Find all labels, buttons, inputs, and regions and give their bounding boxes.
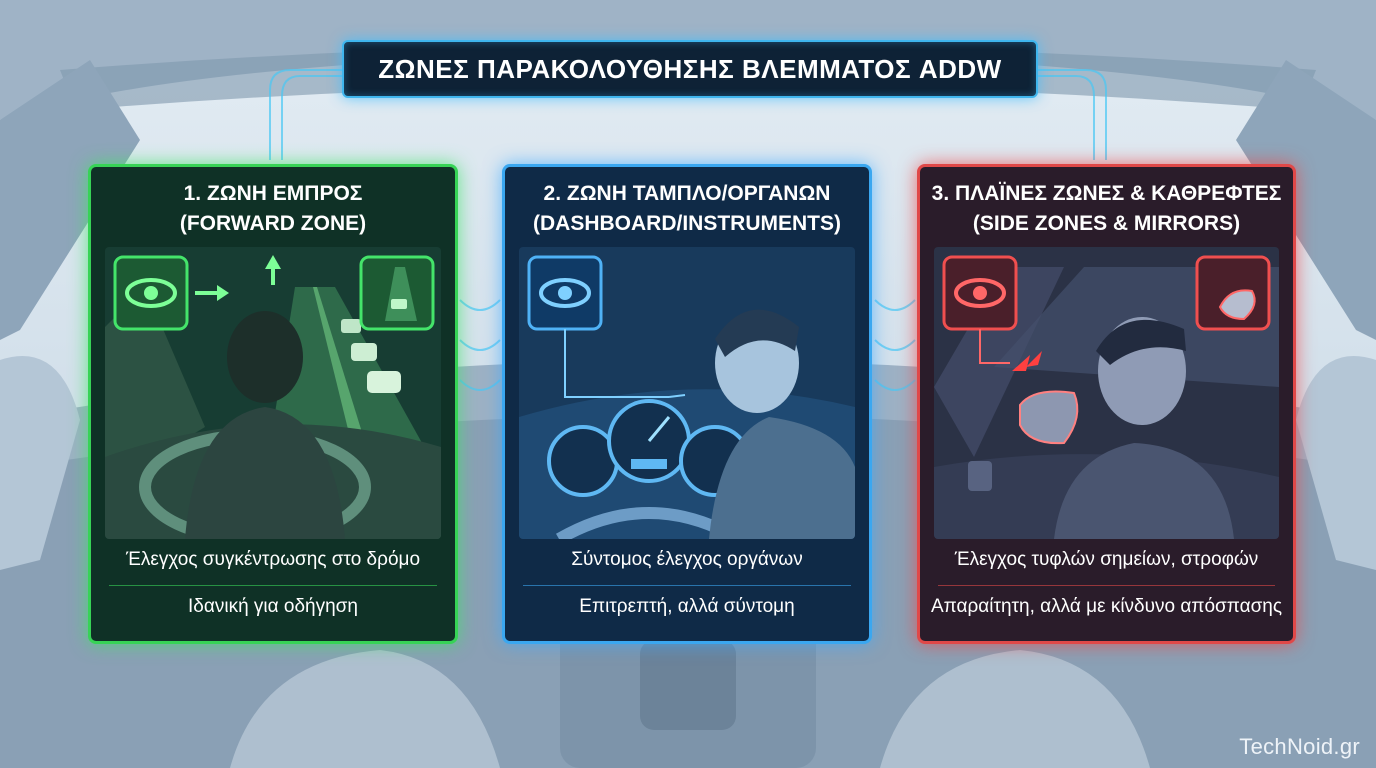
divider	[523, 585, 851, 586]
forward-zone-card: 1. ΖΩΝΗ ΕΜΠΡΟΣ (FORWARD ZONE)	[88, 164, 458, 644]
dashboard-zone-description: Σύντομος έλεγχος οργάνων	[571, 549, 803, 570]
forward-zone-note: Ιδανική για οδήγηση	[188, 596, 358, 617]
dashboard-zone-title: 2. ΖΩΝΗ ΤΑΜΠΛΟ/ΟΡΓΑΝΩΝ	[543, 182, 831, 205]
forward-zone-heading: 1. ΖΩΝΗ ΕΜΠΡΟΣ (FORWARD ZONE)	[91, 179, 455, 239]
forward-zone-illustration	[105, 247, 441, 539]
divider	[109, 585, 437, 586]
side-zone-subtitle: (SIDE ZONES & MIRRORS)	[972, 212, 1241, 235]
dashboard-zone-card: 2. ΖΩΝΗ ΤΑΜΠΛΟ/ΟΡΓΑΝΩΝ (DASHBOARD/INSTRU…	[502, 164, 872, 644]
dashboard-zone-heading: 2. ΖΩΝΗ ΤΑΜΠΛΟ/ΟΡΓΑΝΩΝ (DASHBOARD/INSTRU…	[505, 179, 869, 239]
side-zone-card: 3. ΠΛΑΪΝΕΣ ΖΩΝΕΣ & ΚΑΘΡΕΦΤΕΣ (SIDE ZONES…	[917, 164, 1296, 644]
dashboard-zone-illustration	[519, 247, 855, 539]
side-zone-note: Απαραίτητη, αλλά με κίνδυνο απόσπασης	[930, 596, 1283, 617]
forward-zone-description: Έλεγχος συγκέντρωσης στο δρόμο	[125, 549, 421, 570]
dashboard-zone-subtitle: (DASHBOARD/INSTRUMENTS)	[533, 212, 841, 235]
page-title: ΖΩΝΕΣ ΠΑΡΑΚΟΛΟΥΘΗΣΗΣ ΒΛΕΜΜΑΤΟΣ ADDW	[342, 40, 1038, 98]
watermark: TechNoid.gr	[1239, 734, 1360, 759]
divider	[938, 585, 1275, 586]
dashboard-zone-note: Επιτρεπτή, αλλά σύντομη	[579, 596, 795, 617]
side-zone-heading: 3. ΠΛΑΪΝΕΣ ΖΩΝΕΣ & ΚΑΘΡΕΦΤΕΣ (SIDE ZONES…	[920, 179, 1293, 239]
forward-zone-title: 1. ΖΩΝΗ ΕΜΠΡΟΣ	[183, 182, 363, 205]
side-zone-title: 3. ΠΛΑΪΝΕΣ ΖΩΝΕΣ & ΚΑΘΡΕΦΤΕΣ	[931, 182, 1282, 205]
forward-zone-subtitle: (FORWARD ZONE)	[179, 212, 367, 235]
side-zone-description: Έλεγχος τυφλών σημείων, στροφών	[954, 549, 1259, 570]
side-zone-illustration	[934, 247, 1279, 539]
